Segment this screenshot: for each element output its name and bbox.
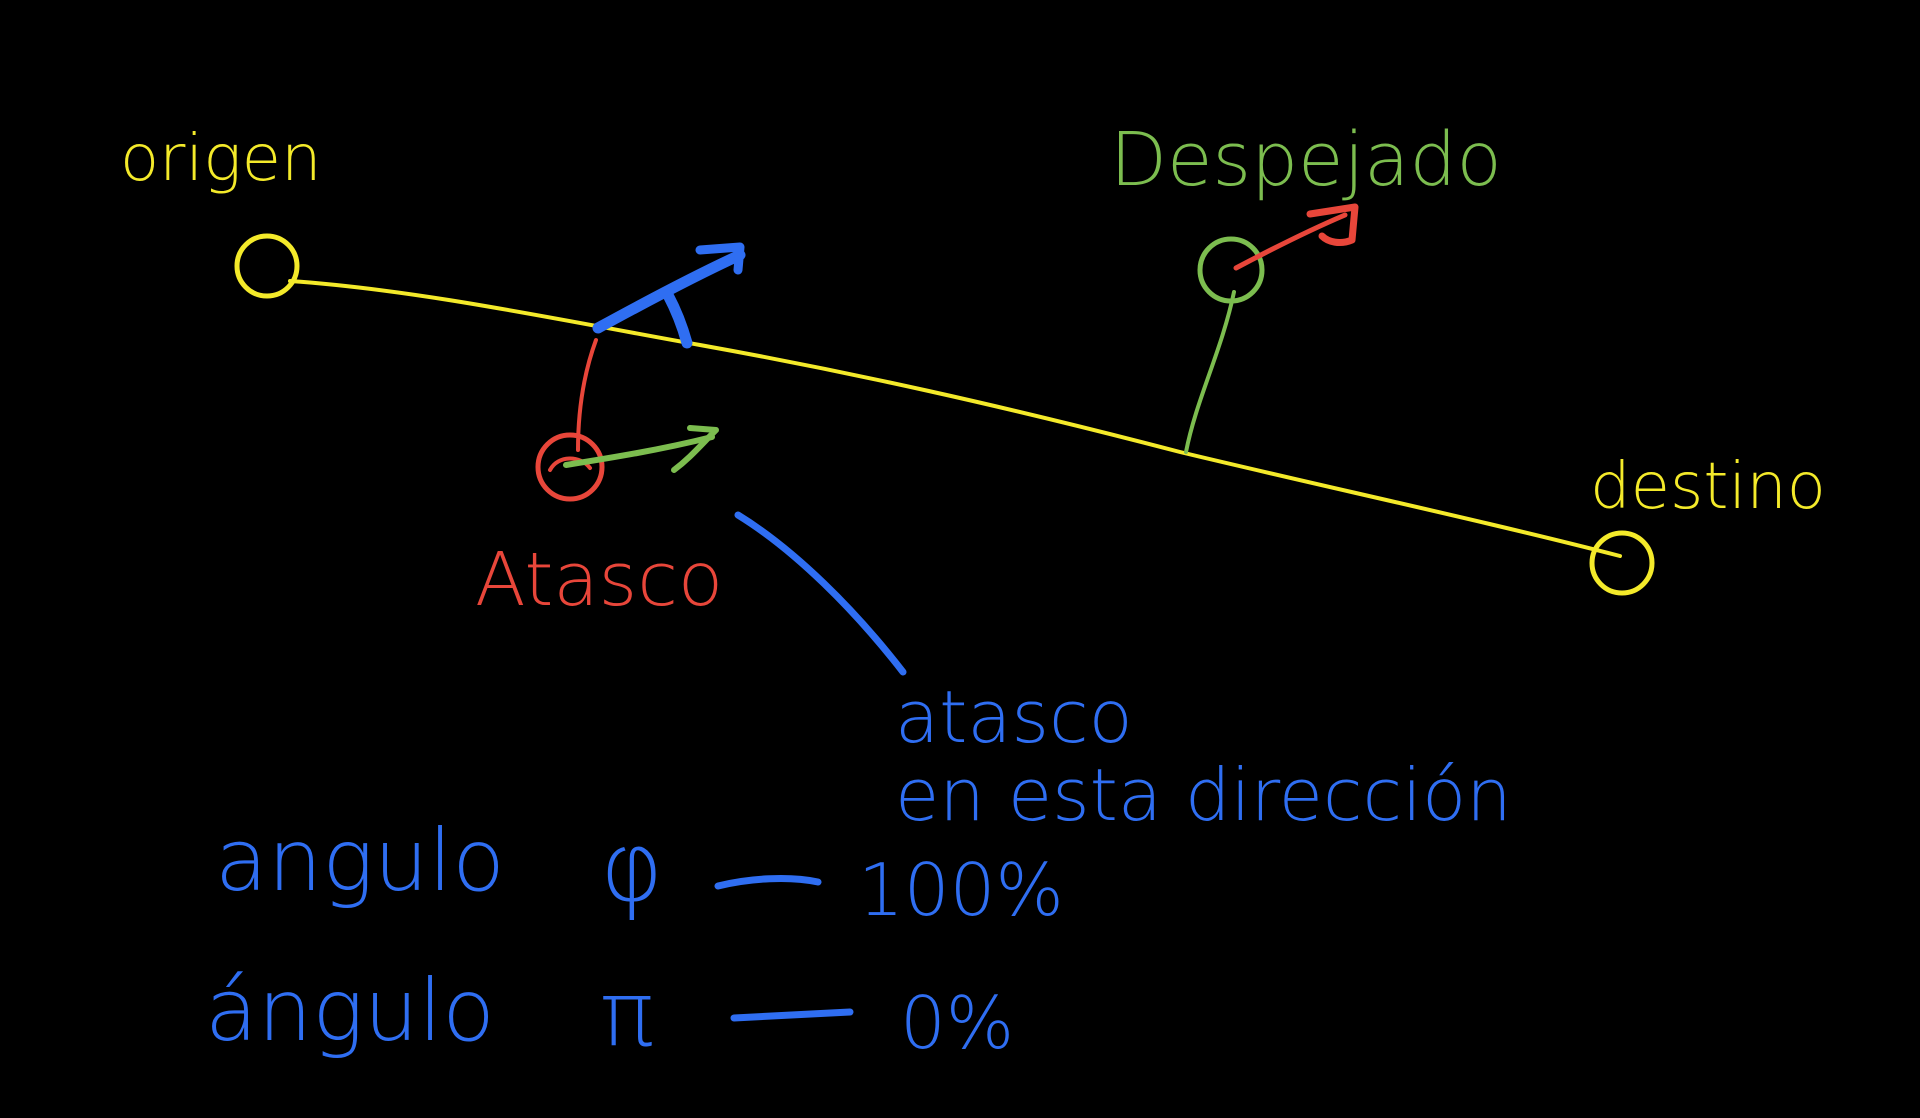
annotation-pointer: [734, 511, 907, 676]
congestion-connector: [576, 338, 598, 452]
legend-row1-symbol: φ: [600, 811, 663, 923]
legend-row1-label: angulo: [215, 811, 505, 911]
legend-row2-symbol: π: [600, 962, 654, 1067]
clear-node: [1197, 236, 1265, 304]
clear-red-arrow: [1233, 212, 1348, 271]
annotation-line2: en esta dirección: [895, 753, 1512, 837]
destination-label: destino: [1590, 450, 1826, 524]
route-direction-arrowhead: [695, 242, 745, 275]
destination-node: [1589, 530, 1655, 596]
clear-connector: [1184, 290, 1236, 454]
congestion-green-arrowhead: [671, 425, 719, 473]
annotation-line1: atasco: [895, 675, 1133, 759]
origin-label: origen: [120, 122, 322, 196]
route-line: [288, 279, 1622, 558]
legend-row1-value: 100%: [858, 848, 1064, 932]
clear-red-arrowhead: [1306, 203, 1359, 247]
congestion-node-inner: [548, 456, 592, 472]
legend-row-pi: ángulo π 0%: [205, 961, 1014, 1067]
legend-row2-label: ángulo: [205, 961, 495, 1061]
congestion-node: [535, 432, 605, 502]
clear-label: Despejado: [1110, 117, 1502, 203]
origin-node: [234, 233, 300, 299]
congestion-label: Atasco: [475, 537, 723, 623]
legend-row2-dash: [730, 1008, 854, 1022]
congestion-green-arrow: [563, 434, 715, 468]
legend-row2-value: 0%: [900, 981, 1014, 1065]
legend-row1-dash: [714, 875, 822, 890]
legend-row-phi: angulo φ 100%: [215, 811, 1064, 932]
angle-arc: [662, 289, 693, 349]
